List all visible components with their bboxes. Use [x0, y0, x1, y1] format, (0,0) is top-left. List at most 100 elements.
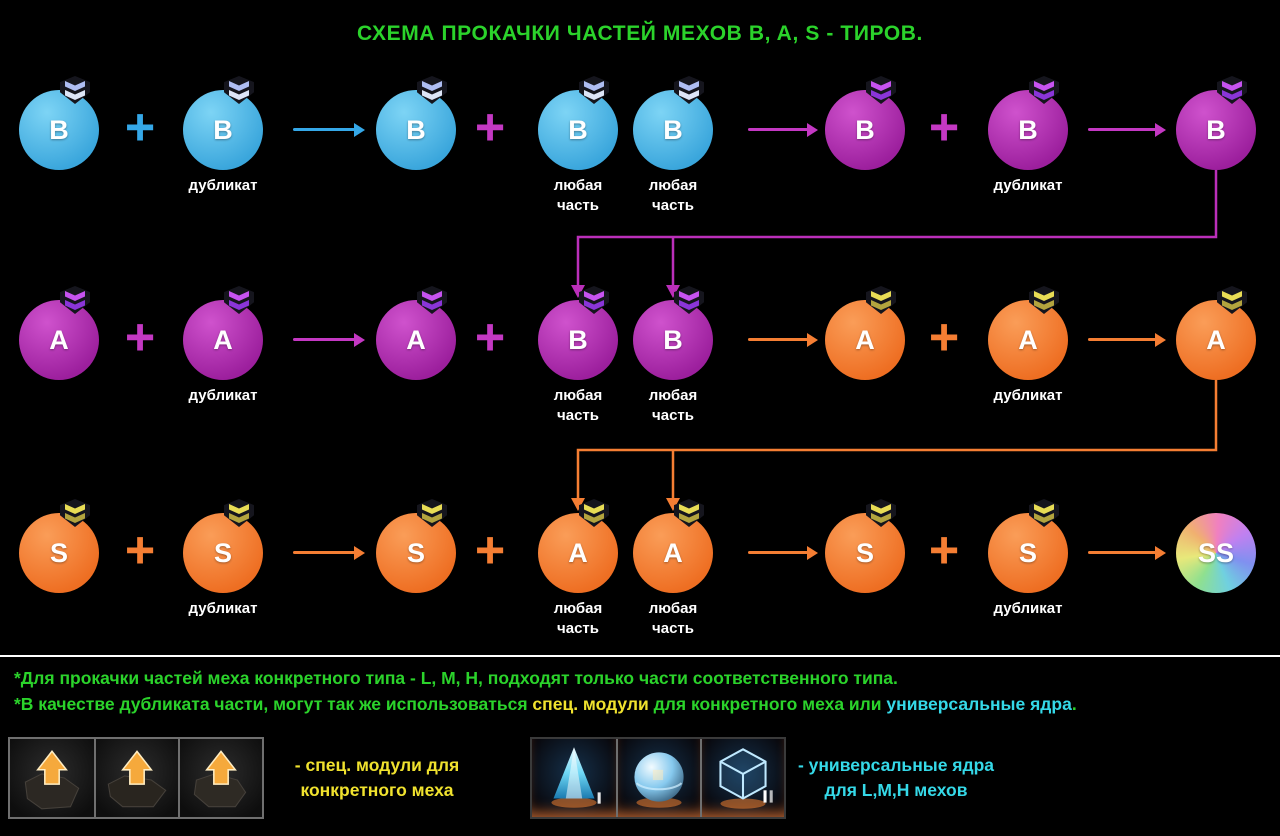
footnote-2-modules: спец. модули — [532, 694, 649, 714]
part-letter: S — [855, 537, 874, 568]
part-circle-a-duplicate: A — [183, 286, 263, 380]
connector-b-to-a — [571, 170, 1218, 298]
part-letter: B — [568, 324, 588, 355]
upgrade-arrow-icon — [193, 750, 247, 808]
plus-sign: + — [474, 521, 506, 580]
part-letter: B — [663, 114, 683, 145]
part-letter: A — [855, 324, 875, 355]
part-circle-b-any: B — [538, 286, 618, 380]
part-circle-b-upgraded: B — [825, 76, 905, 170]
arrow-icon — [748, 338, 808, 341]
part-letter: B — [406, 114, 426, 145]
part-letter: B — [1206, 114, 1226, 145]
part-circle-b: B — [19, 76, 99, 170]
page-title: СХЕМА ПРОКАЧКИ ЧАСТЕЙ МЕХОВ B, A, S - ТИ… — [357, 22, 923, 45]
part-letter: A — [568, 537, 588, 568]
footnote-2-text: для конкретного меха или — [648, 694, 887, 714]
footnote-1: *Для прокачки частей меха конкретного ти… — [14, 668, 898, 688]
part-circle-b-duplicate: B — [988, 76, 1068, 170]
part-letter: A — [406, 324, 426, 355]
part-letter: SS — [1197, 537, 1235, 568]
spec-module-tile-2 — [94, 739, 178, 817]
core-cube-icon — [719, 748, 773, 809]
part-letter: A — [1018, 324, 1038, 355]
part-letter: B — [49, 114, 69, 145]
part-letter: A — [49, 324, 69, 355]
plus-sign: + — [124, 98, 156, 157]
tier-up-connectors — [571, 170, 1218, 511]
part-circle-b-any: B — [538, 76, 618, 170]
part-letter: S — [49, 537, 68, 568]
part-circle-s: S — [19, 499, 99, 593]
plus-sign: + — [474, 98, 506, 157]
circle-caption: дубликат — [993, 600, 1063, 617]
arrow-icon — [748, 128, 808, 131]
part-circle-s-duplicate: S — [988, 499, 1068, 593]
circle-caption: любая часть — [553, 177, 603, 215]
spec-modules-icons — [8, 737, 264, 819]
circle-caption: дубликат — [188, 177, 258, 194]
part-circle-b-any: B — [633, 76, 713, 170]
core-crystal-tile — [532, 739, 616, 817]
upgrade-arrow-icon — [107, 750, 167, 808]
arrow-icon — [293, 551, 355, 554]
plus-sign: + — [474, 308, 506, 367]
divider-line — [0, 655, 1280, 657]
core-crystal-icon — [551, 747, 601, 808]
circle-caption: дубликат — [993, 177, 1063, 194]
core-sphere-icon — [634, 752, 684, 808]
part-letter: B — [568, 114, 588, 145]
plus-sign: + — [928, 308, 960, 367]
part-circle-s: S — [376, 499, 456, 593]
circle-caption: любая часть — [648, 177, 698, 215]
core-cube-tile — [700, 739, 784, 817]
part-letter: S — [213, 537, 232, 568]
footnote-2-text: . — [1071, 694, 1077, 714]
part-circle-b-final: B — [1176, 76, 1256, 170]
plus-sign: + — [124, 308, 156, 367]
part-letter: S — [406, 537, 425, 568]
arrow-icon — [1088, 338, 1156, 341]
footnote-2-cores: универсальные ядра — [886, 694, 1072, 714]
circle-caption: любая часть — [553, 600, 603, 638]
part-circle-a: A — [19, 286, 99, 380]
part-letter: A — [1206, 324, 1226, 355]
spec-module-tile-3 — [178, 739, 262, 817]
part-letter: B — [213, 114, 233, 145]
part-circle-ss-final: SS — [1176, 513, 1256, 593]
plus-sign: + — [124, 521, 156, 580]
part-circle-a-upgraded: A — [825, 286, 905, 380]
circle-caption: любая часть — [648, 600, 698, 638]
part-letter: S — [1018, 537, 1037, 568]
footnote-2: *В качестве дубликата части, могут так ж… — [14, 694, 1077, 715]
universal-cores-icons — [530, 737, 786, 819]
plus-sign: + — [928, 521, 960, 580]
plus-sign: + — [928, 98, 960, 157]
upgrade-arrow-icon — [24, 750, 80, 810]
part-letter: A — [213, 324, 233, 355]
spec-modules-caption: - спец. модули для конкретного меха — [294, 755, 460, 801]
circle-caption: дубликат — [993, 387, 1063, 404]
circle-caption: любая часть — [553, 387, 603, 425]
arrow-icon — [1088, 128, 1156, 131]
circle-caption: любая часть — [648, 387, 698, 425]
part-letter: B — [663, 324, 683, 355]
part-circle-a-duplicate: A — [988, 286, 1068, 380]
part-circle-a-any: A — [538, 499, 618, 593]
universal-cores-caption: - универсальные ядра для L,M,H мехов — [797, 755, 995, 801]
circle-caption: дубликат — [188, 600, 258, 617]
part-circle-a-any: A — [633, 499, 713, 593]
part-circle-b: B — [376, 76, 456, 170]
part-circle-s-duplicate: S — [183, 499, 263, 593]
arrow-icon — [1088, 551, 1156, 554]
arrow-icon — [293, 338, 355, 341]
connector-a-to-s — [571, 380, 1218, 511]
part-letter: B — [855, 114, 875, 145]
core-sphere-tile — [616, 739, 700, 817]
part-letter: B — [1018, 114, 1038, 145]
arrow-icon — [748, 551, 808, 554]
circle-caption: дубликат — [188, 387, 258, 404]
part-circle-b-any: B — [633, 286, 713, 380]
footnote-2-text: *В качестве дубликата части, могут так ж… — [14, 694, 533, 714]
arrow-icon — [293, 128, 355, 131]
